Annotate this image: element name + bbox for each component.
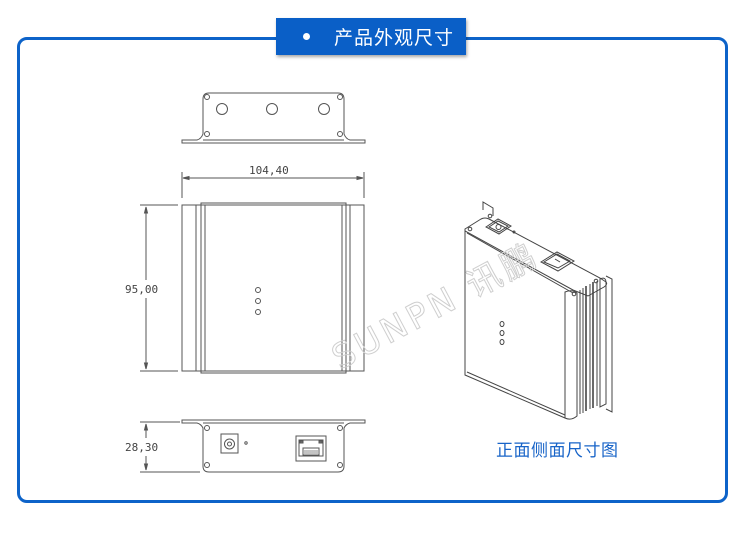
dot-icon — [303, 33, 310, 40]
height-dimension-label: 95,00 — [125, 283, 158, 296]
iso-ethernet-port — [539, 251, 576, 272]
section-title-tab: 产品外观尺寸 — [276, 18, 466, 55]
width-dimension — [181, 172, 365, 198]
height-dimension — [140, 204, 178, 372]
power-jack-icon — [220, 433, 239, 454]
port-panel-view — [181, 419, 366, 473]
isometric-view — [464, 201, 613, 420]
depth-dimension — [140, 421, 200, 473]
ethernet-port-icon — [295, 435, 327, 462]
section-title: 产品外观尺寸 — [334, 27, 455, 49]
front-panel-view — [181, 202, 365, 374]
depth-dimension-label: 28,30 — [125, 441, 158, 454]
top-mounting-view — [181, 92, 366, 144]
figure-caption: 正面侧面尺寸图 — [496, 441, 619, 461]
iso-power-jack — [485, 218, 512, 235]
brand-watermark: SUNPN 讯鹏 — [325, 235, 546, 378]
width-dimension-label: 104,40 — [249, 164, 289, 177]
